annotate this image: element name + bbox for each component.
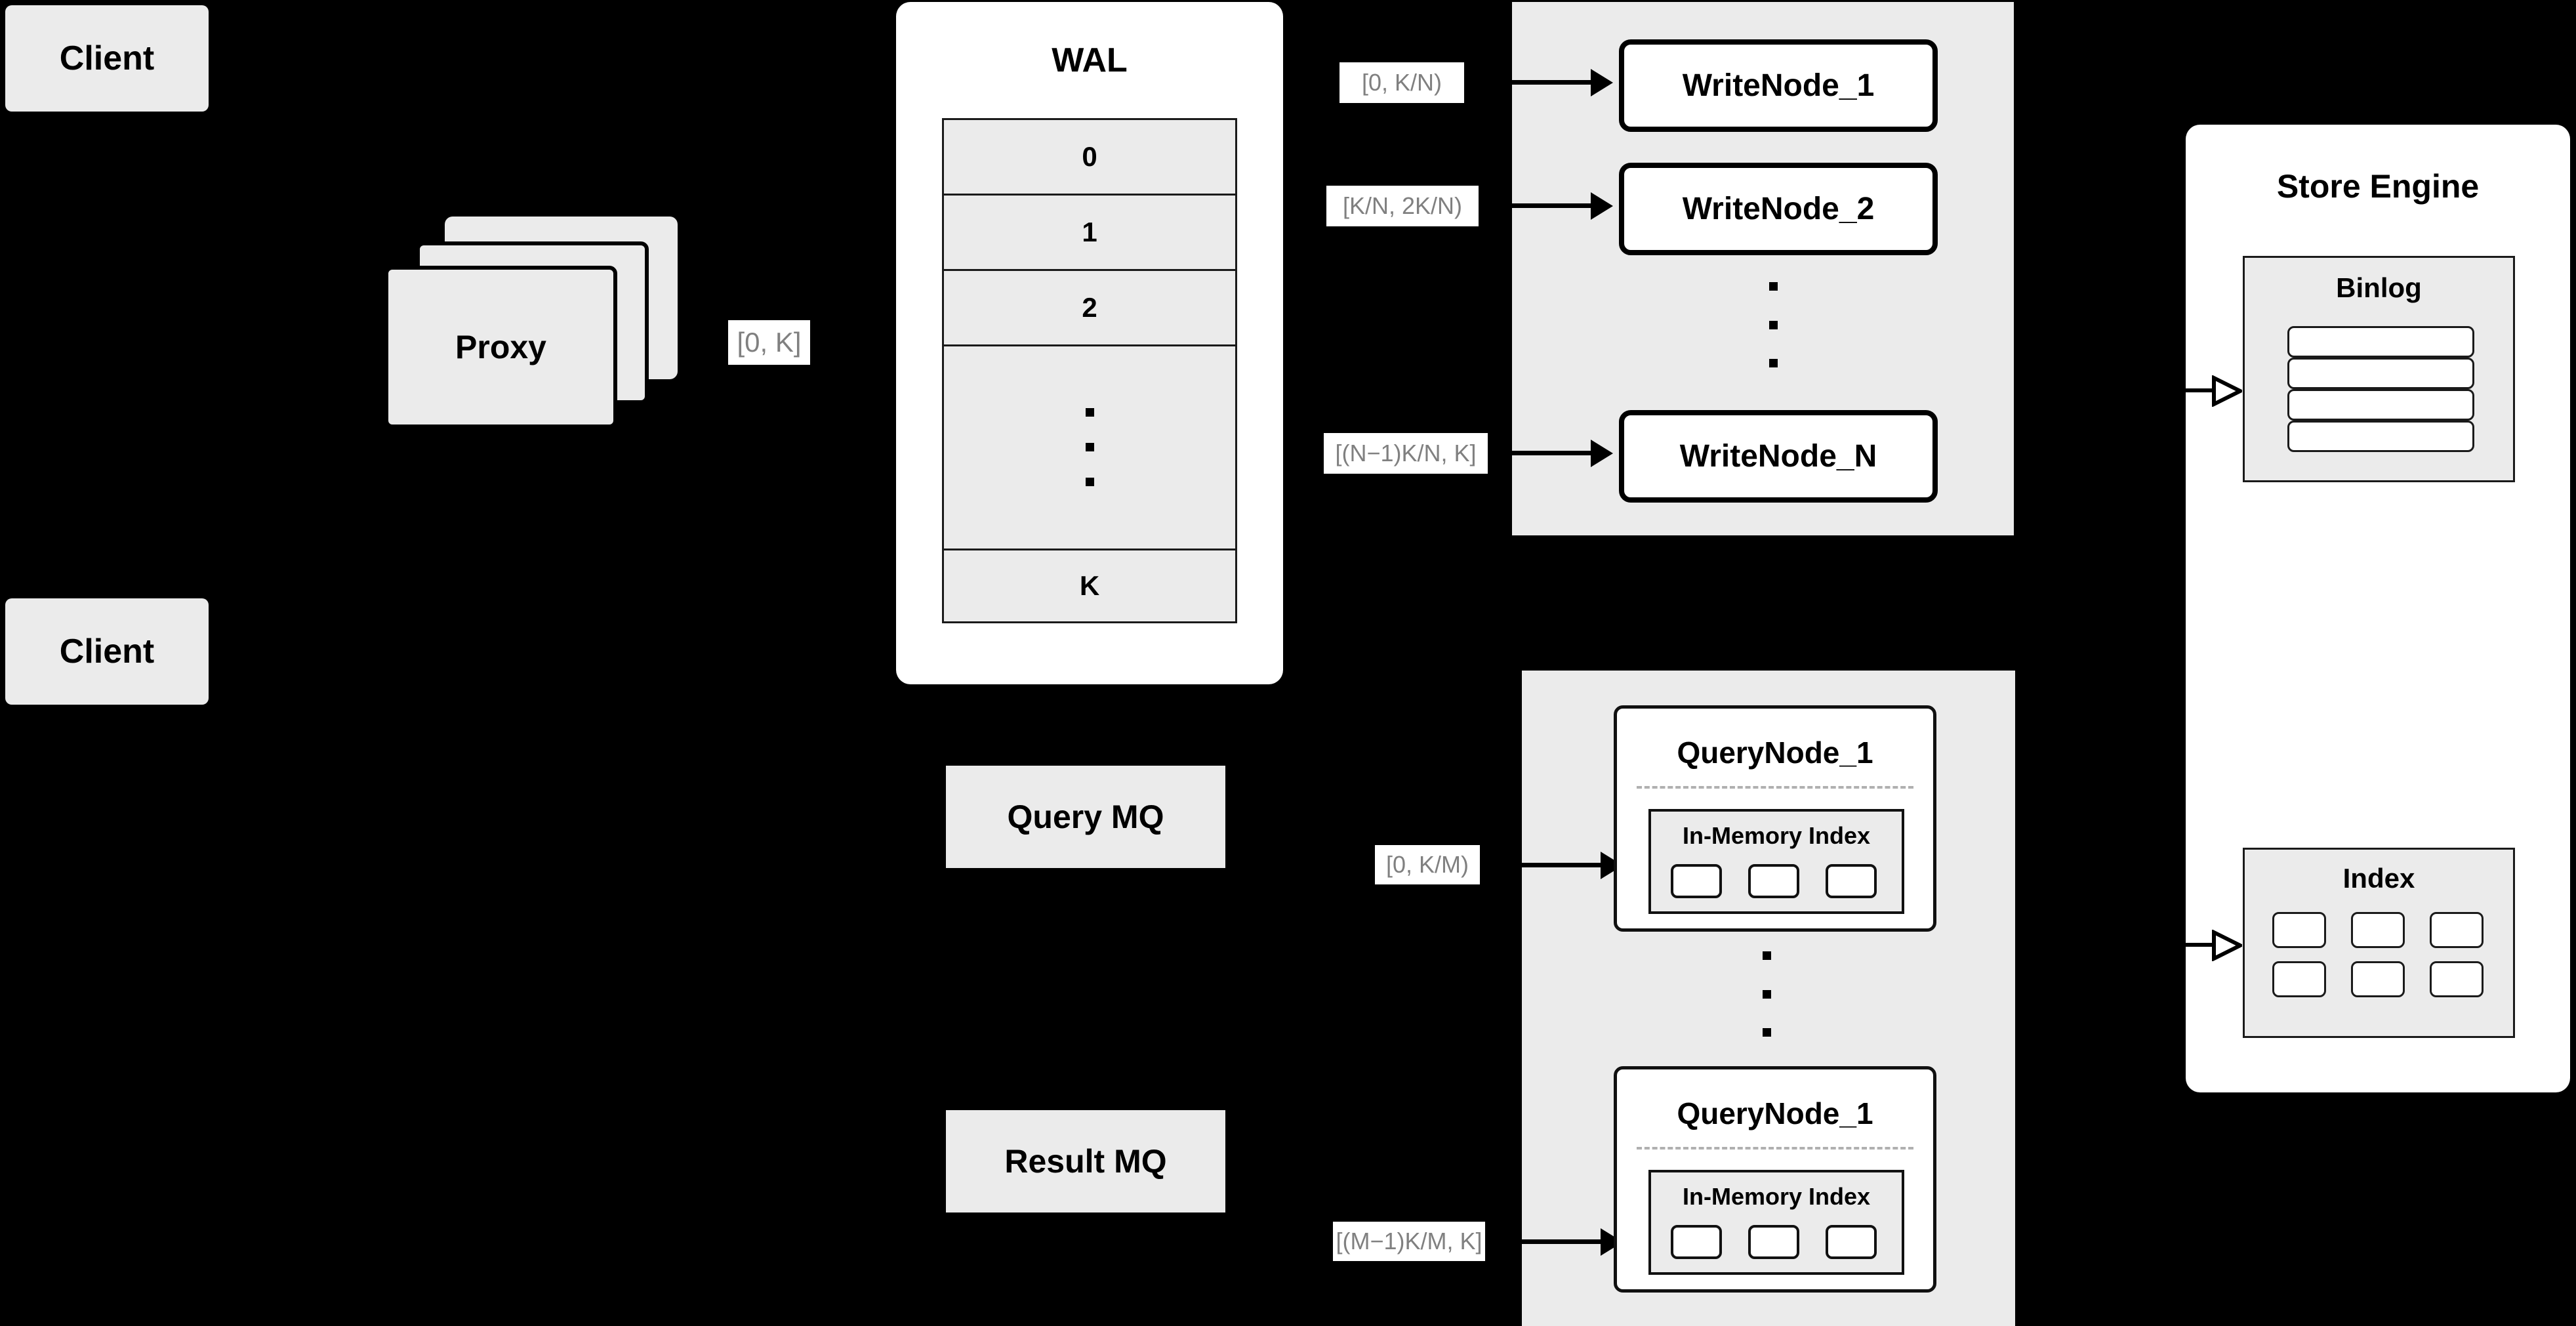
index-slot[interactable] [1748,864,1799,898]
write-range-text: [(N−1)K/N, K] [1335,440,1477,466]
wal-row[interactable]: K [944,550,1235,622]
binlog-title: Binlog [2336,272,2422,303]
in-memory-index-panel-2: In-Memory Index [1648,1170,1904,1275]
wal-row[interactable]: 2 [944,270,1235,346]
query-node-1[interactable]: QueryNode_1 In-Memory Index [1614,705,1936,932]
write-range-text: [K/N, 2K/N) [1342,192,1463,219]
in-memory-index-title: In-Memory Index [1682,1183,1871,1210]
ellipsis-dot [1768,359,1778,367]
binlog-slot[interactable] [2287,389,2474,421]
ellipsis-dot [1768,320,1778,329]
arrow-head-open-icon [2212,930,2242,961]
proxy-label: Proxy [455,329,546,365]
wal-row[interactable]: 1 [944,195,1235,271]
arrow-to-writenode-1 [1512,80,1594,85]
arrow-to-querynode-m [1522,1239,1604,1244]
index-slot[interactable] [1671,864,1722,898]
query-range-label-m: [(M−1)K/M, K] [1333,1222,1485,1261]
binlog-slot[interactable] [2287,326,2474,358]
store-engine-title: Store Engine [2276,168,2480,205]
client-box-top[interactable]: Client [5,5,209,112]
arrow-to-index [2186,943,2213,947]
write-node-n[interactable]: WriteNode_N [1619,410,1938,503]
ellipsis-dot [1085,443,1094,452]
write-node-label: WriteNode_1 [1682,68,1875,103]
result-mq-label: Result MQ [1004,1143,1167,1180]
proxy-range-label: [0, K] [728,320,810,365]
wal-cell: 0 [1082,140,1097,172]
index-slot[interactable] [2430,912,2484,948]
index-slot[interactable] [2351,912,2405,948]
wal-row[interactable]: 0 [944,120,1235,196]
in-memory-index-panel-1: In-Memory Index [1648,809,1904,914]
write-node-2[interactable]: WriteNode_2 [1619,163,1938,255]
ellipsis-dot [1085,478,1094,487]
write-node-1[interactable]: WriteNode_1 [1619,39,1938,132]
binlog-slot[interactable] [2287,358,2474,389]
query-node-divider [1637,1147,1913,1150]
index-slot[interactable] [2272,912,2326,948]
arrow-head-icon [1591,440,1613,467]
write-range-label-n: [(N−1)K/N, K] [1324,433,1488,474]
result-mq-box[interactable]: Result MQ [945,1109,1227,1214]
wal-title: WAL [1052,41,1128,79]
query-mq-label: Query MQ [1007,798,1164,835]
query-node-ellipsis [1762,951,1771,1037]
arrow-head-icon [1591,69,1613,96]
write-range-label-1: [0, K/N) [1339,62,1464,103]
binlog-panel: Binlog [2243,256,2515,482]
ellipsis-dot [1762,951,1771,960]
wal-table: 0 1 2 K [942,118,1237,623]
wal-row-ellipsis [944,346,1235,551]
client-label: Client [59,39,155,77]
index-slot[interactable] [1748,1225,1799,1259]
index-slot[interactable] [2272,961,2326,997]
write-range-label-2: [K/N, 2K/N) [1326,186,1479,226]
index-panel: Index [2243,848,2515,1038]
arrow-to-writenode-n [1512,451,1594,455]
client-label: Client [59,632,155,671]
proxy-card-front[interactable]: Proxy [384,266,617,428]
wal-cell: 1 [1082,216,1097,247]
wal-cell: 2 [1082,291,1097,323]
ellipsis-dot [1768,282,1778,291]
arrow-head-open-icon [2212,375,2242,407]
query-node-divider [1637,786,1913,789]
write-node-label: WriteNode_2 [1682,192,1875,226]
arrow-head-icon [1591,192,1613,220]
wal-cell: K [1079,570,1100,602]
index-slot[interactable] [2351,961,2405,997]
ellipsis-dot [1762,989,1771,999]
query-node-title: QueryNode_1 [1677,736,1873,770]
index-slot[interactable] [2430,961,2484,997]
arrow-to-querynode-1 [1522,863,1604,867]
query-node-m[interactable]: QueryNode_1 In-Memory Index [1614,1066,1936,1293]
write-node-label: WriteNode_N [1679,439,1877,474]
query-mq-box[interactable]: Query MQ [945,764,1227,869]
index-slot[interactable] [1826,1225,1877,1259]
arrow-to-binlog [2186,388,2213,392]
write-node-ellipsis [1768,282,1778,367]
ellipsis-dot [1762,1028,1771,1037]
ellipsis-dot [1085,408,1094,417]
arrow-to-writenode-2 [1512,203,1594,208]
index-slot[interactable] [1671,1225,1722,1259]
binlog-slot[interactable] [2287,421,2474,452]
query-node-title: QueryNode_1 [1677,1096,1873,1130]
client-box-bottom[interactable]: Client [5,598,209,705]
index-slot[interactable] [1826,864,1877,898]
in-memory-index-title: In-Memory Index [1682,822,1871,849]
query-range-text: [0, K/M) [1385,851,1469,878]
index-title: Index [2342,863,2415,894]
query-range-text: [(M−1)K/M, K] [1336,1228,1482,1254]
write-range-text: [0, K/N) [1361,69,1442,96]
proxy-range-text: [0, K] [737,327,802,358]
query-range-label-1: [0, K/M) [1375,845,1480,884]
